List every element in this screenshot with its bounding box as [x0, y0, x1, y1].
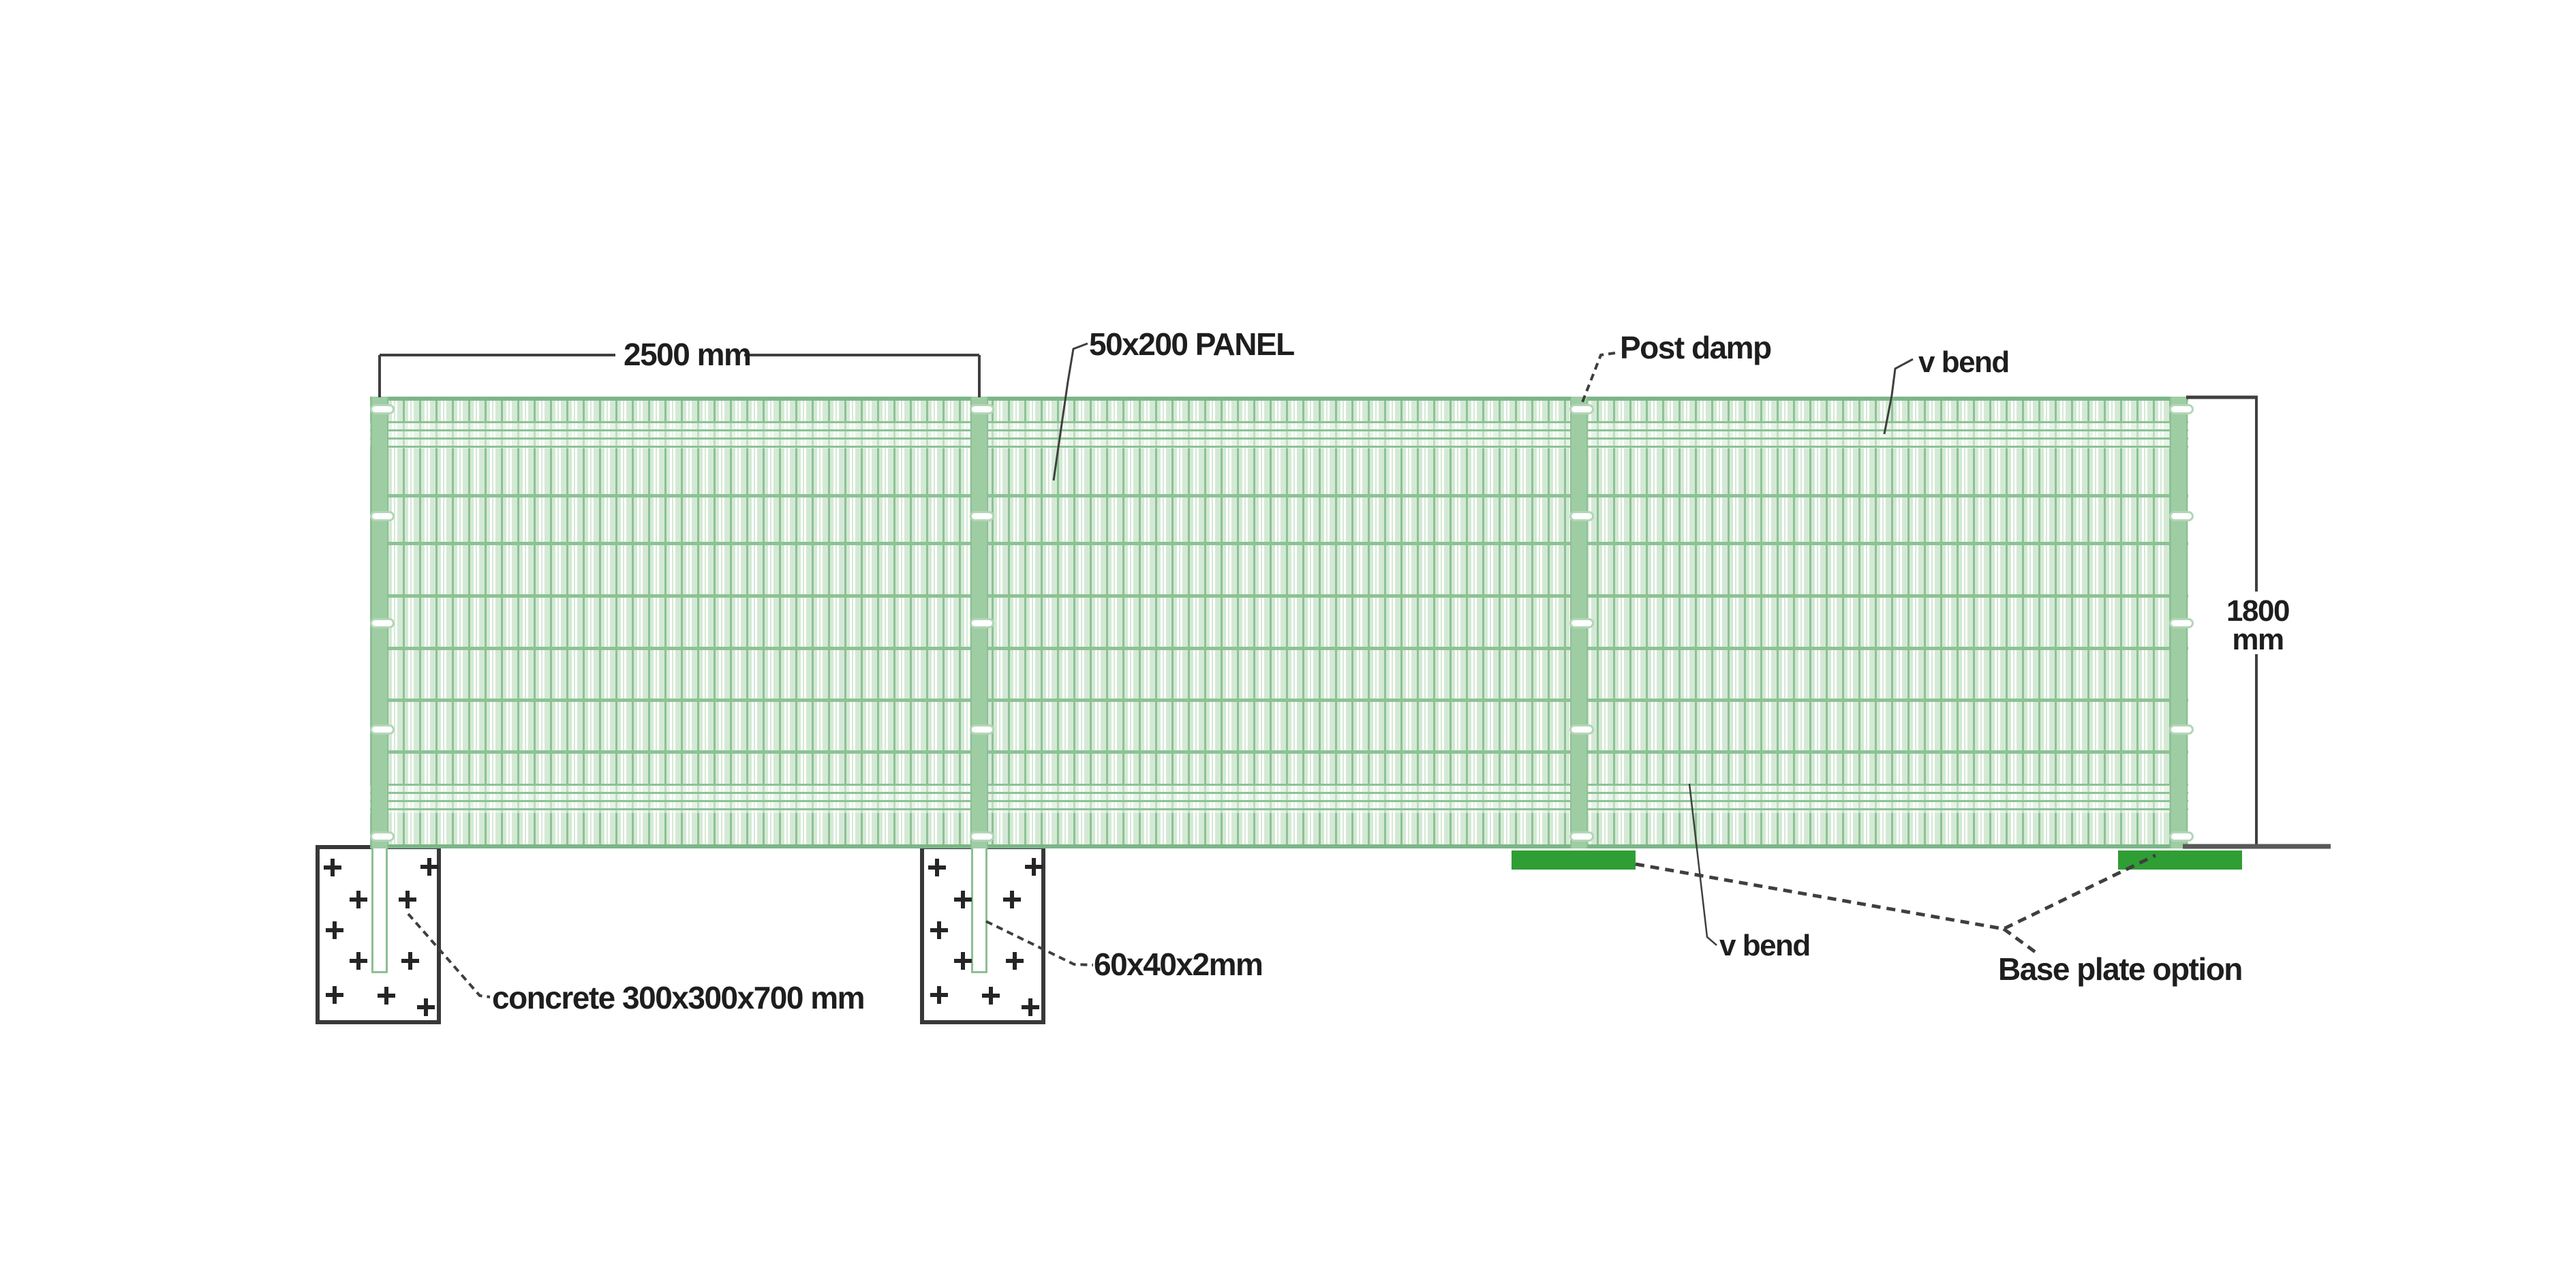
base-plate-left — [1512, 850, 1636, 870]
mesh-horizontal-wire — [370, 446, 2188, 448]
mesh-horizontal-wire — [370, 699, 2188, 702]
post-clamp — [970, 724, 994, 735]
leader-concrete — [407, 913, 491, 998]
post-clamp — [370, 724, 395, 735]
leader-v-bend-top — [1883, 358, 1914, 435]
post-clamp — [370, 831, 395, 842]
mesh-horizontal-wire — [370, 421, 2188, 423]
label-post-size: 60x40x2mm — [1094, 947, 1263, 982]
mesh-horizontal-wire — [370, 429, 2188, 431]
post-clamp — [970, 404, 994, 414]
label-v-bend-bottom: v bend — [1719, 929, 1811, 962]
post-clamp — [2169, 511, 2194, 521]
label-concrete: concrete 300x300x700 mm — [492, 980, 865, 1015]
mesh-horizontal-wire — [370, 438, 2188, 440]
leader-base-plate-stem — [2002, 927, 2038, 955]
post-clamp — [2169, 404, 2194, 414]
mesh-horizontal-wire — [370, 792, 2188, 794]
leader-post-size — [985, 920, 1094, 966]
post-clamp — [370, 511, 395, 521]
post-clamp — [970, 831, 994, 842]
label-panel-height: 1800 mm — [2226, 594, 2290, 656]
mesh-horizontal-wire — [370, 397, 2188, 401]
mesh-horizontal-wire — [370, 784, 2188, 786]
mesh-horizontal-wire — [370, 594, 2188, 598]
post-clamp — [1569, 724, 1594, 735]
footing-post-stub — [371, 845, 388, 973]
post-clamp — [370, 618, 395, 628]
mesh-horizontal-wire — [370, 844, 2188, 848]
leader-panel-type — [1052, 342, 1088, 481]
post-clamp — [970, 618, 994, 628]
label-v-bend-top: v bend — [1918, 346, 2010, 379]
post-clamp — [2169, 831, 2194, 842]
mesh-horizontal-wire — [370, 750, 2188, 754]
post-clamp — [1569, 831, 1594, 842]
post-clamp — [970, 511, 994, 521]
post-clamp — [370, 404, 395, 414]
post-clamp — [1569, 511, 1594, 521]
post-clamp — [2169, 724, 2194, 735]
post-clamp — [1569, 618, 1594, 628]
label-base-plate: Base plate option — [1998, 951, 2243, 987]
mesh-panel — [370, 397, 2188, 848]
v-bend-band-bottom — [370, 784, 2188, 813]
leader-v-bend-bottom — [1688, 783, 1717, 946]
post-clamp — [1569, 404, 1594, 414]
post-clamp — [2169, 618, 2194, 628]
label-post-clamp: Post damp — [1620, 330, 1772, 365]
base-plate-right — [2118, 850, 2242, 870]
mesh-horizontal-wire — [370, 800, 2188, 802]
leader-base-plate-fork — [1635, 853, 2157, 931]
mesh-horizontal-wire — [370, 808, 2188, 810]
label-panel-type: 50x200 PANEL — [1089, 326, 1295, 362]
label-panel-width: 2500 mm — [624, 337, 752, 372]
leader-post-clamp — [1581, 352, 1616, 403]
mesh-horizontal-wire — [370, 647, 2188, 650]
mesh-horizontal-wire — [370, 542, 2188, 545]
mesh-horizontal-wire — [370, 494, 2188, 497]
